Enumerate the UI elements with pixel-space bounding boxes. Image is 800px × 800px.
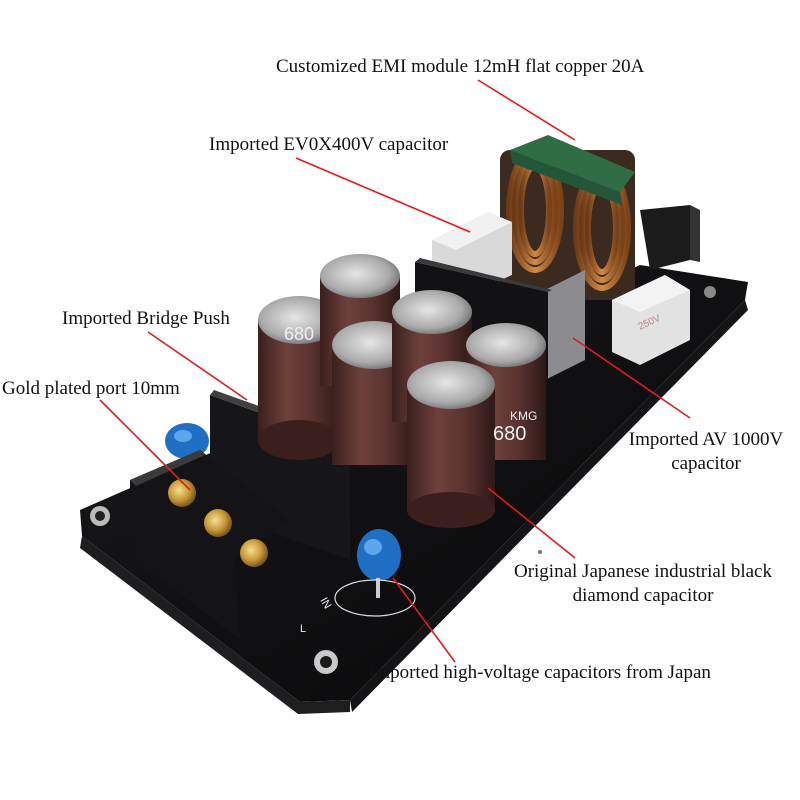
svg-text:L: L: [300, 623, 306, 635]
label-emi-module: Customized EMI module 12mH flat copper 2…: [276, 56, 645, 77]
grey-block: [545, 270, 585, 380]
label-black-diamond: Original Japanese industrial black diamo…: [490, 560, 796, 608]
silkscreen: IN L: [300, 579, 416, 635]
label-av-line2: capacitor: [671, 453, 741, 474]
leader-emi: [477, 79, 576, 141]
label-bridge: Imported Bridge Push: [62, 308, 230, 329]
label-av-line1: Imported AV 1000V: [628, 429, 784, 450]
leader-lines: [99, 79, 691, 663]
label-black-diamond-line1: Original Japanese industrial black: [513, 561, 772, 582]
leader-ev0x: [295, 157, 471, 233]
svg-text:680: 680: [284, 324, 314, 344]
heatsink: [640, 205, 700, 270]
leader-bridge: [147, 331, 248, 401]
emi-inductor: [500, 135, 635, 300]
svg-text:KMG: KMG: [510, 409, 537, 423]
capacitor-6: 680 KMG: [407, 361, 537, 528]
label-hv-capacitors: Imported high-voltage capacitors from Ja…: [369, 662, 711, 683]
svg-text:IN: IN: [317, 596, 333, 612]
leader-black-diamond: [487, 487, 576, 559]
label-av-capacitor: Imported AV 1000V capacitor: [612, 428, 800, 476]
av-capacitor: 250V: [612, 275, 690, 365]
label-black-diamond-line2: diamond capacitor: [572, 585, 714, 606]
svg-text:680: 680: [493, 423, 526, 445]
leader-av: [572, 337, 691, 419]
electrolytic-capacitors: 680 680 KMG: [258, 254, 546, 528]
y-capacitors: [165, 423, 401, 598]
label-ev0x-capacitor: Imported EV0X400V capacitor: [209, 134, 449, 155]
label-gold-port: Gold plated port 10mm: [2, 378, 180, 399]
leader-hv-caps: [392, 577, 456, 663]
leader-gold-port: [99, 399, 191, 491]
